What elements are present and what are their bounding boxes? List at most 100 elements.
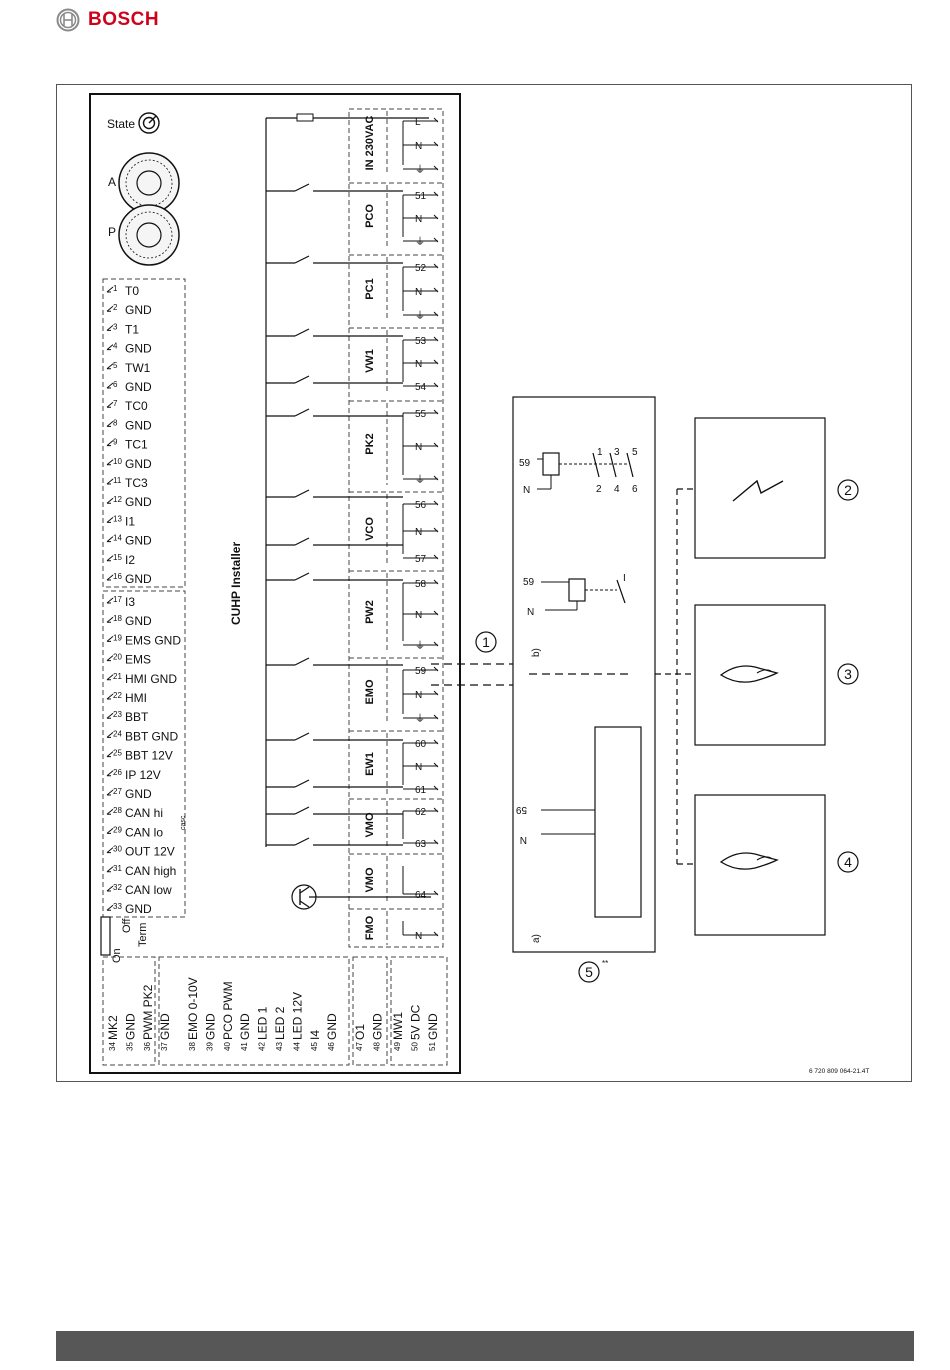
terminal-group-2-box bbox=[102, 590, 186, 918]
terminal-number: 32 bbox=[113, 883, 122, 892]
bus-switch bbox=[266, 837, 403, 846]
terminal-number: 46 bbox=[327, 1042, 336, 1051]
terminal-number: 27 bbox=[113, 787, 122, 796]
terminal-label: EMO 0-10V bbox=[186, 977, 200, 1040]
terminal-number: 36 bbox=[143, 1042, 152, 1051]
lightning-icon bbox=[732, 479, 784, 502]
terminal-label: CAN low bbox=[125, 883, 172, 897]
terminal-id: N bbox=[415, 359, 422, 370]
brand-header: BOSCH bbox=[56, 8, 159, 32]
terminal-number: 16 bbox=[113, 572, 122, 581]
relay-1-contact-1: 1 bbox=[597, 447, 603, 458]
terminal-number: 28 bbox=[113, 806, 122, 815]
terminal-id: ⏚ bbox=[415, 640, 425, 652]
callout-5-note: ** bbox=[602, 959, 608, 968]
callout-2 bbox=[837, 479, 859, 501]
callout-3 bbox=[837, 663, 859, 685]
bottom-terminal-38: 38 EMO 0-10V bbox=[186, 977, 200, 1051]
terminal-label: GND bbox=[125, 418, 152, 432]
term-switch bbox=[100, 916, 111, 956]
terminal-id: N bbox=[415, 610, 422, 621]
terminal-number: 40 bbox=[223, 1042, 232, 1051]
fuse-icon bbox=[296, 113, 314, 122]
terminal-number: 31 bbox=[113, 864, 122, 873]
terminal-number: 17 bbox=[113, 595, 122, 604]
callout-5 bbox=[578, 961, 600, 983]
terminal-label: EMS GND bbox=[125, 633, 181, 647]
terminal-number: 7 bbox=[113, 399, 118, 408]
terminal-id: N bbox=[415, 442, 422, 453]
dashed-connections bbox=[431, 488, 695, 865]
terminal-number: 10 bbox=[113, 457, 122, 466]
terminal-block-name: VMO bbox=[364, 812, 376, 838]
flame-icon bbox=[719, 665, 779, 683]
transistor-icon bbox=[291, 884, 431, 910]
terminal-number: 24 bbox=[113, 729, 122, 738]
terminal-id: 58 bbox=[415, 579, 427, 590]
bus-switch bbox=[266, 572, 403, 581]
terminal-label: GND bbox=[370, 1013, 384, 1040]
terminal-number: 13 bbox=[113, 514, 122, 523]
terminal-id: 61 bbox=[415, 785, 427, 796]
bus-switch bbox=[266, 537, 403, 546]
terminal-number: 26 bbox=[113, 768, 122, 777]
terminal-number: 38 bbox=[188, 1042, 197, 1051]
terminal-id: 60 bbox=[415, 739, 427, 750]
terminal-id: 63 bbox=[415, 839, 427, 850]
terminal-id: ⏚ bbox=[415, 310, 425, 322]
terminal-number: 47 bbox=[355, 1042, 364, 1051]
terminal-id: 55 bbox=[415, 409, 427, 420]
terminal-label: CAN lo bbox=[125, 825, 163, 839]
callout-3-label: 3 bbox=[844, 666, 852, 682]
dial-p-label: P bbox=[108, 225, 116, 239]
terminal-number: 45 bbox=[310, 1042, 319, 1051]
relay-box-label-b: b) bbox=[531, 648, 542, 657]
relay-1-contact-6: 6 bbox=[632, 484, 638, 495]
terminal-id: 57 bbox=[415, 554, 427, 565]
terminal-number: 8 bbox=[113, 418, 118, 427]
relay-1-contact-2: 2 bbox=[596, 484, 602, 495]
terminal-label: EMS bbox=[125, 653, 151, 667]
bus-switch bbox=[266, 328, 403, 337]
terminal-label: I2 bbox=[125, 553, 135, 567]
relay-2-contact: I bbox=[623, 573, 626, 584]
terminal-block-name: EMO bbox=[364, 679, 376, 705]
relay-1-contact-4: 4 bbox=[614, 484, 620, 495]
terminal-label: GND bbox=[125, 495, 152, 509]
terminal-number: 51 bbox=[428, 1042, 437, 1051]
bus-switches bbox=[266, 117, 429, 846]
bus-switch bbox=[266, 183, 403, 192]
terminal-id: N bbox=[415, 527, 422, 538]
relay-2-coil-in-label: 59 bbox=[523, 577, 535, 588]
dial-p-icon bbox=[118, 204, 180, 266]
bus-switch bbox=[266, 806, 403, 815]
terminal-id: 51 bbox=[415, 191, 427, 202]
terminal-label: TC1 bbox=[125, 438, 148, 452]
terminal-id: 56 bbox=[415, 500, 427, 511]
terminal-label: CAN high bbox=[125, 864, 176, 878]
callout-5-label: 5 bbox=[585, 964, 593, 980]
terminal-label: GND bbox=[125, 902, 152, 916]
terminal-block-name: EW1 bbox=[364, 752, 376, 776]
terminal-label: I4 bbox=[308, 1030, 322, 1040]
terminal-number: 18 bbox=[113, 614, 122, 623]
